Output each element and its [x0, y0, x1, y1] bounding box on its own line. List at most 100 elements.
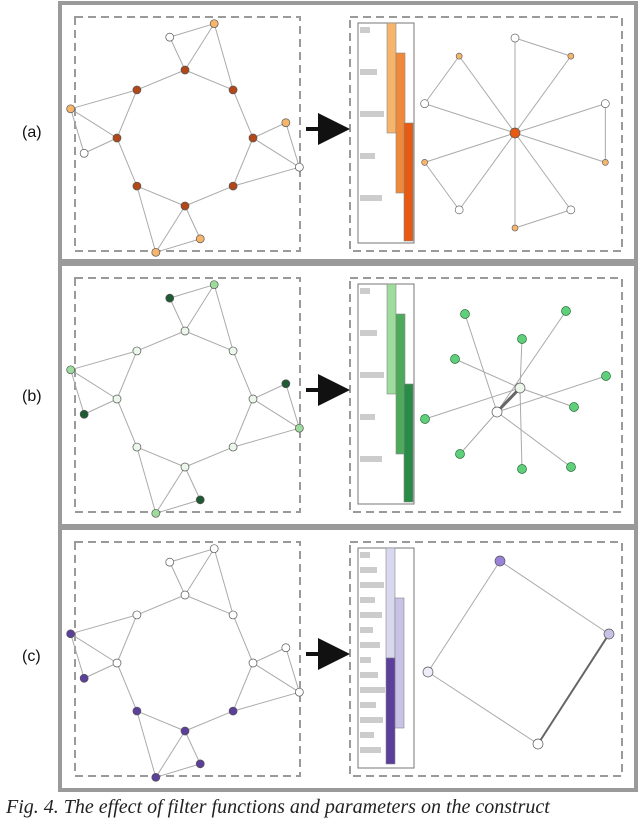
histogram-bar	[360, 612, 382, 618]
graph-node	[180, 462, 190, 472]
graph-edge	[70, 108, 118, 139]
graph-edge	[155, 238, 201, 253]
graph-node	[514, 382, 526, 394]
graph-edge	[252, 662, 300, 693]
graph-edge	[116, 137, 138, 187]
graph-node	[79, 673, 89, 683]
graph-edge	[169, 297, 186, 332]
histogram-bar	[360, 597, 375, 603]
graph-edge	[83, 398, 118, 415]
graph-node	[112, 133, 122, 143]
histogram-bar	[360, 567, 377, 573]
graph-edge	[184, 548, 215, 596]
graph-node	[209, 280, 219, 290]
graph-node	[66, 104, 76, 114]
graph-node	[450, 354, 460, 364]
graph-edge	[136, 185, 186, 207]
graph-edge	[285, 383, 300, 429]
graph-edge	[232, 350, 254, 400]
graph-node	[79, 409, 89, 419]
graph-node	[601, 371, 611, 381]
histogram-bar	[360, 687, 385, 693]
graph-node	[165, 293, 175, 303]
graph-edge	[519, 387, 523, 470]
graph-node	[180, 590, 190, 600]
graph-edge	[169, 284, 215, 299]
graph-edge	[184, 446, 234, 468]
graph-edge	[232, 137, 254, 187]
panel-frame-a	[58, 1, 638, 263]
graph-edge	[514, 209, 571, 229]
interval-bar	[403, 122, 414, 242]
histogram-bar	[360, 330, 377, 336]
graph-edge	[495, 386, 522, 414]
graph-node	[228, 610, 238, 620]
graph-edge	[514, 37, 571, 57]
graph-edge	[232, 691, 300, 712]
graph-node	[228, 85, 238, 95]
graph-node	[455, 449, 465, 459]
graph-edge	[169, 23, 215, 38]
graph-edge	[136, 69, 186, 91]
graph-edge	[232, 166, 300, 187]
histogram-bar	[360, 627, 373, 633]
graph-node	[491, 406, 503, 418]
graph-edge	[213, 284, 234, 352]
graph-edge	[70, 633, 118, 664]
graph-node	[180, 201, 190, 211]
graph-node	[151, 247, 161, 257]
graph-node	[455, 52, 463, 60]
panel-label-b: (b)	[22, 388, 42, 405]
graph-edge	[70, 350, 138, 371]
graph-edge	[184, 710, 234, 732]
graph-edge	[116, 398, 138, 448]
graph-edge	[116, 350, 138, 400]
graph-edge	[184, 23, 215, 71]
graph-node	[510, 33, 520, 43]
graph-edge	[514, 132, 606, 163]
graph-edge	[424, 103, 516, 134]
graph-edge	[213, 548, 234, 616]
interval-bar	[386, 283, 397, 395]
graph-node	[248, 394, 258, 404]
graph-node	[180, 326, 190, 336]
graph-edge	[184, 284, 215, 332]
graph-node	[209, 19, 219, 29]
graph-edge	[424, 132, 516, 163]
graph-edge	[252, 137, 300, 168]
graph-edge	[252, 122, 287, 139]
graph-node	[132, 610, 142, 620]
graph-node	[420, 414, 430, 424]
graph-node	[294, 423, 304, 433]
graph-node	[151, 772, 161, 782]
graph-node	[281, 118, 291, 128]
graph-node	[228, 706, 238, 716]
histogram-bar	[360, 672, 378, 678]
graph-node	[228, 346, 238, 356]
input-box	[74, 16, 301, 252]
graph-edge	[454, 358, 521, 389]
histogram-bar	[360, 552, 370, 558]
graph-node	[132, 706, 142, 716]
graph-edge	[116, 662, 138, 712]
graph-edge	[136, 446, 186, 468]
graph-edge	[464, 313, 498, 413]
graph-edge	[155, 730, 186, 778]
graph-edge	[155, 763, 201, 778]
graph-edge	[458, 132, 516, 211]
interval-bar	[403, 383, 414, 503]
graph-edge	[136, 594, 186, 616]
graph-edge	[496, 411, 572, 468]
graph-node	[602, 159, 609, 166]
histogram-bar	[360, 747, 381, 753]
graph-node	[180, 726, 190, 736]
graph-node	[494, 555, 506, 567]
graph-edge	[184, 185, 234, 207]
graph-edge	[184, 69, 234, 91]
histogram-bar	[360, 288, 370, 294]
graph-edge	[519, 338, 523, 389]
histogram-bar	[360, 702, 376, 708]
graph-node	[566, 462, 576, 472]
graph-node	[248, 658, 258, 668]
graph-node	[132, 181, 142, 191]
